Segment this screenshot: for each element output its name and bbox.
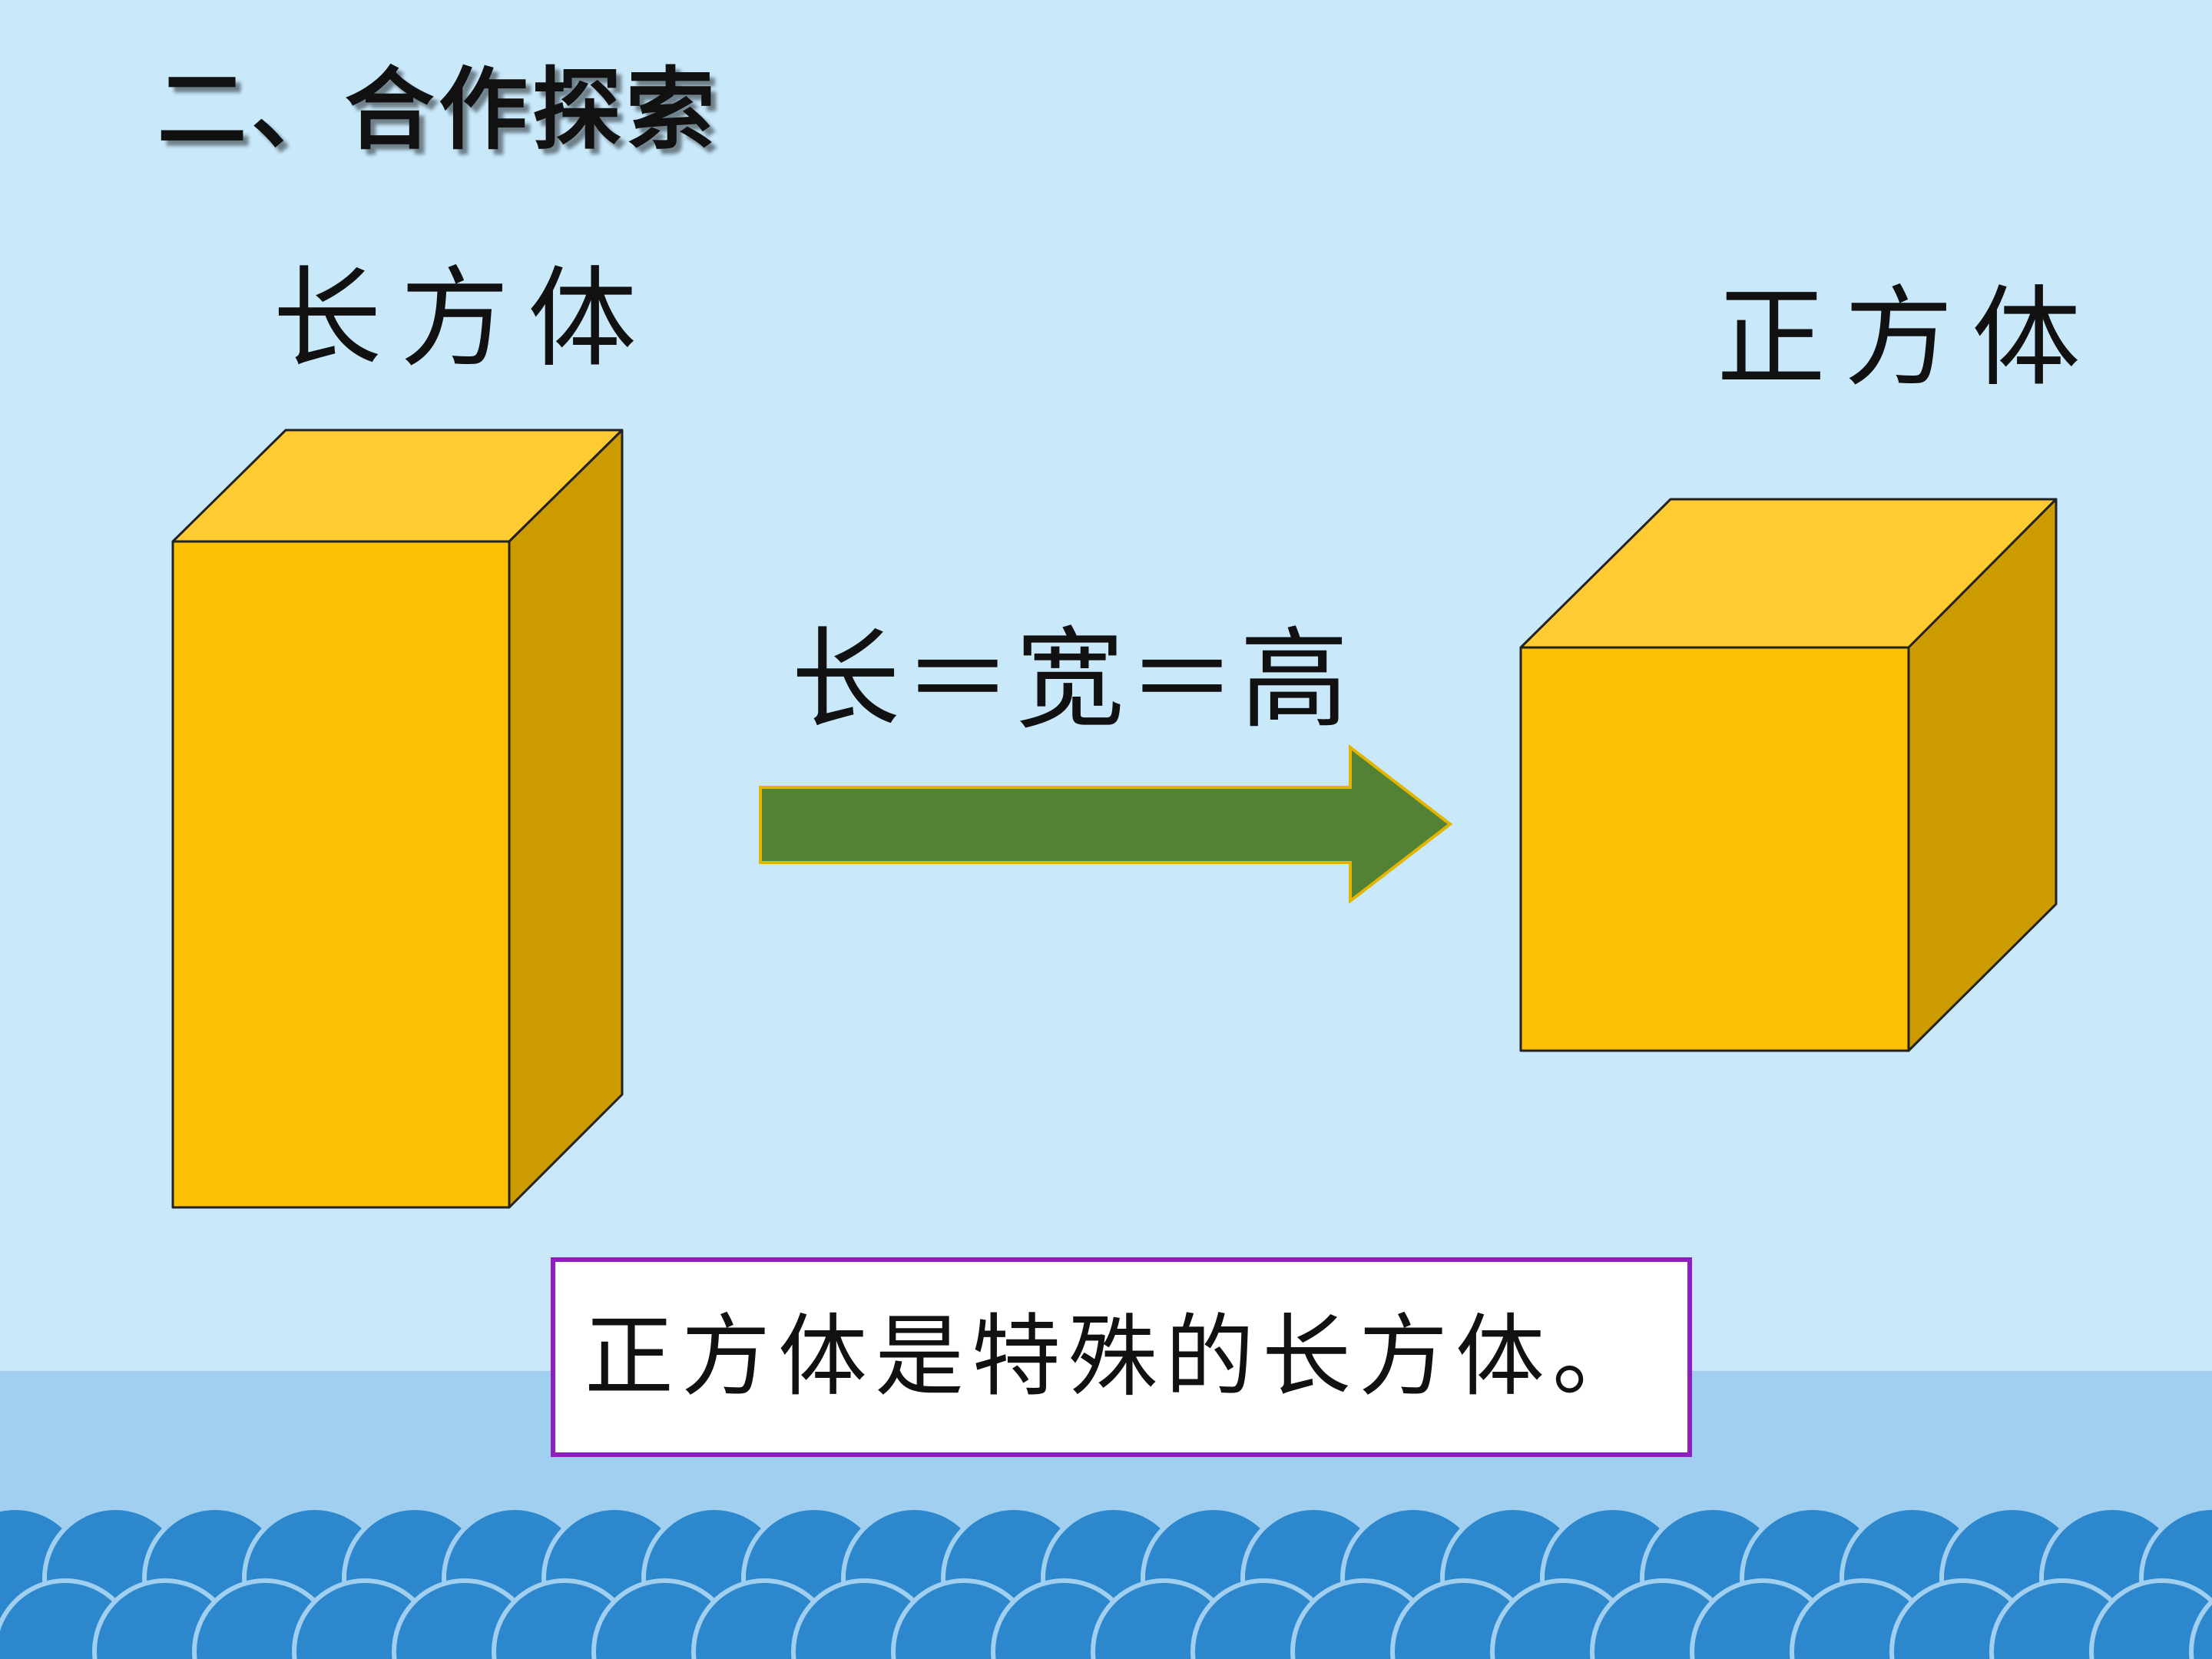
wave-scallop bbox=[2189, 1598, 2212, 1659]
cube-front-face bbox=[1519, 646, 1910, 1052]
equal-condition-text: 长＝宽＝高 bbox=[791, 617, 1352, 743]
cuboid-label: 长方体 bbox=[273, 256, 655, 382]
cube-shape bbox=[1519, 498, 2058, 1052]
cuboid-side-face bbox=[508, 429, 624, 1209]
cuboid-front-face bbox=[171, 540, 511, 1209]
conclusion-box: 正方体是特殊的长方体。 bbox=[551, 1257, 1692, 1457]
cuboid-shape bbox=[171, 429, 624, 1209]
cube-label: 正方体 bbox=[1717, 275, 2099, 402]
wave-decoration bbox=[0, 1505, 2212, 1659]
section-title: 二、合作探索 bbox=[157, 58, 720, 162]
transform-arrow bbox=[759, 743, 1453, 905]
conclusion-text: 正方体是特殊的长方体。 bbox=[584, 1305, 1649, 1409]
wave-scallop bbox=[2089, 1578, 2212, 1659]
